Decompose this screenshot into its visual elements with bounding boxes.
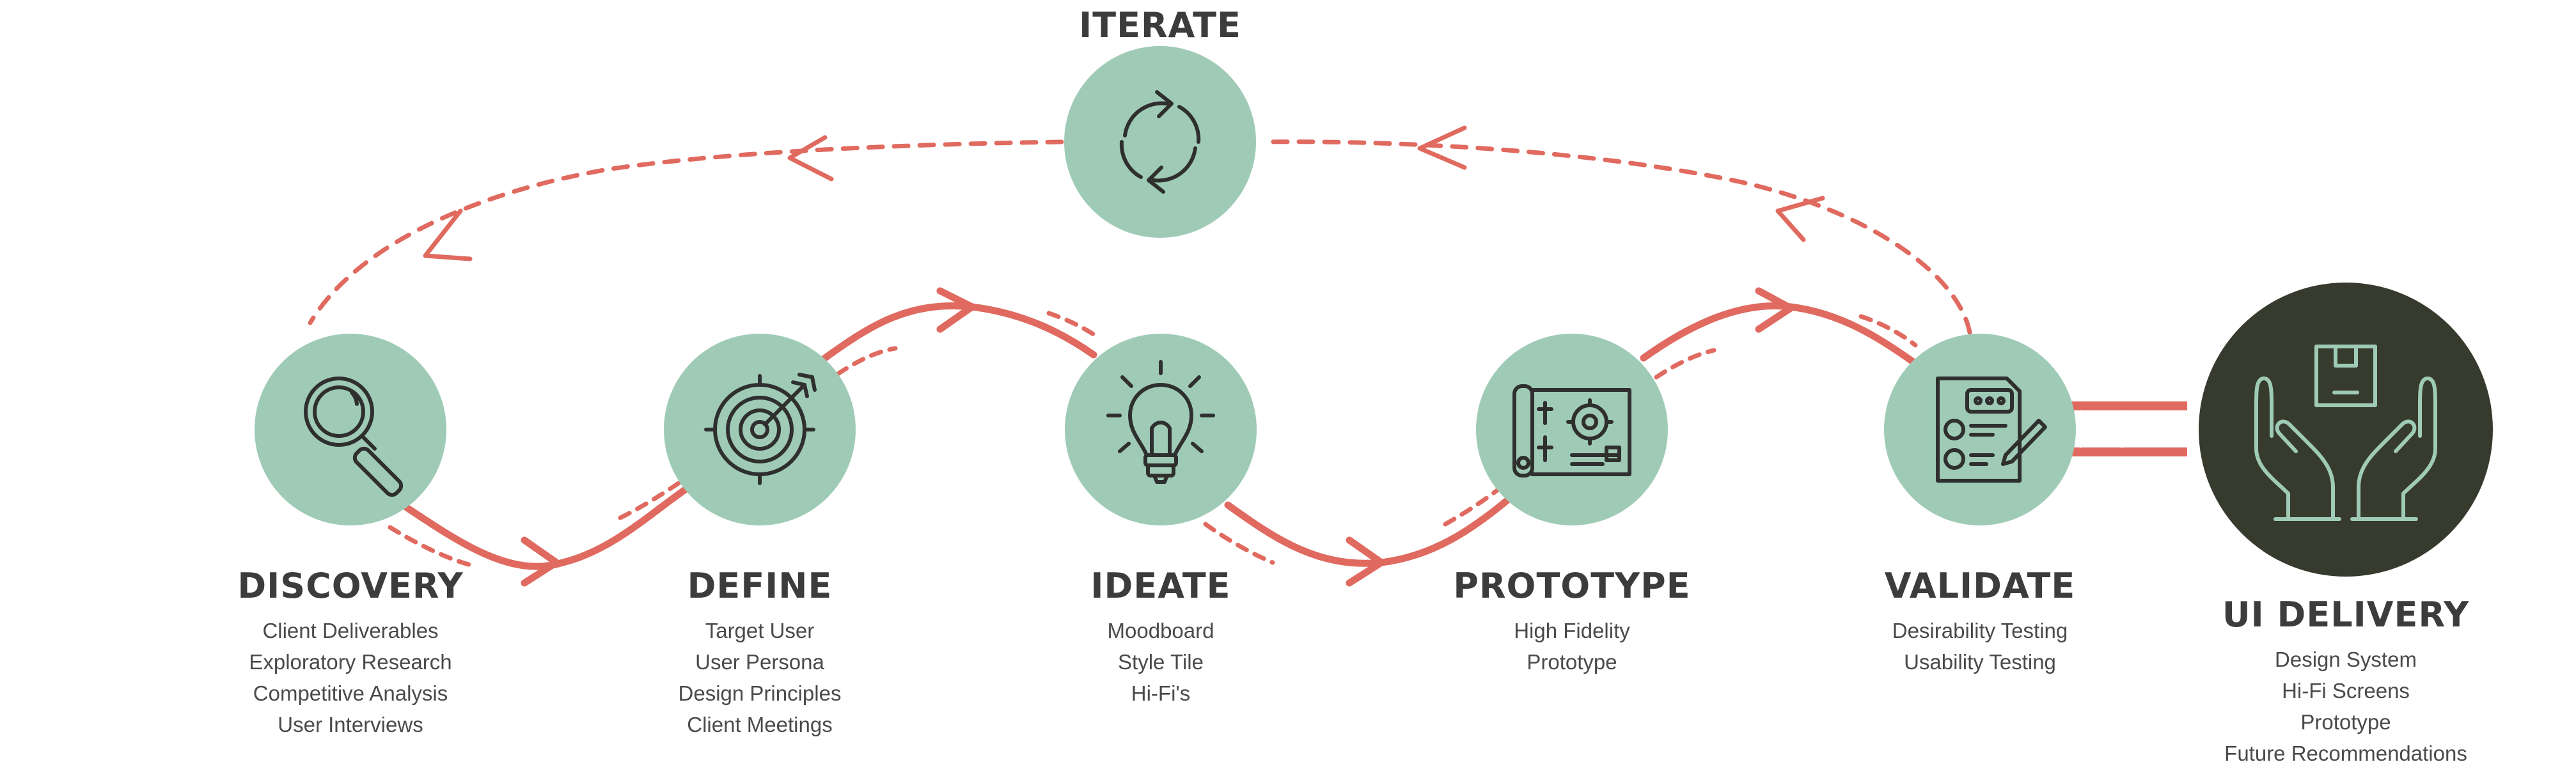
delivery-bar-chevron-1 <box>2077 409 2107 449</box>
stage-item: Prototype <box>1527 650 1617 674</box>
loop-arrowhead-4 <box>423 208 473 261</box>
iterate-title: ITERATE <box>1032 5 1288 45</box>
stage-items-define: Target User User Persona Design Principl… <box>600 615 920 740</box>
stage-item: Client Deliverables <box>262 619 439 642</box>
delivery-connector-bar <box>2066 401 2187 456</box>
stage-items-validate: Desirability Testing Usability Testing <box>1820 615 2140 678</box>
arrowhead-3 <box>1346 536 1385 587</box>
define-node <box>664 334 856 525</box>
dash-accent-8 <box>1858 314 1918 348</box>
loop-segment-iterate-discovery <box>308 139 1064 325</box>
stage-icons <box>304 90 2437 521</box>
arrowhead-1 <box>521 536 560 587</box>
iterate-node <box>1064 46 1256 238</box>
dash-accent-1 <box>388 525 476 568</box>
stage-label-validate: VALIDATE Desirability Testing Usability … <box>1820 566 2140 678</box>
stage-item: Hi-Fi's <box>1131 681 1191 705</box>
loop-segment-validate-iterate <box>1264 139 1972 335</box>
lightbulb-icon <box>1106 360 1215 484</box>
checklist-icon <box>1936 377 2047 483</box>
stage-item: User Persona <box>695 650 824 674</box>
loop-arrowheads <box>423 125 1825 261</box>
dash-accent-7 <box>1654 348 1716 380</box>
stage-label-ideate: IDEATE Moodboard Style Tile Hi-Fi's <box>1001 566 1321 709</box>
arrowhead-2 <box>936 287 976 333</box>
arrowhead-4 <box>1755 287 1795 333</box>
stage-items-discovery: Client Deliverables Exploratory Research… <box>191 615 510 740</box>
wave-dash-accents <box>388 311 1918 568</box>
stage-items-prototype: High Fidelity Prototype <box>1412 615 1732 678</box>
stage-title-define: DEFINE <box>687 566 833 606</box>
dash-accent-2 <box>618 477 687 520</box>
iterate-title-text: ITERATE <box>1079 5 1241 45</box>
stage-item: Competitive Analysis <box>253 681 448 705</box>
stage-item: Prototype <box>2300 710 2391 734</box>
stage-label-prototype: PROTOTYPE High Fidelity Prototype <box>1412 566 1732 678</box>
dash-accent-3 <box>835 346 898 377</box>
stage-title-ideate: IDEATE <box>1090 566 1231 606</box>
dash-accent-6 <box>1443 483 1505 527</box>
stage-item: Exploratory Research <box>249 650 452 674</box>
validate-node <box>1884 334 2076 525</box>
stage-items-ui-delivery: Design System Hi-Fi Screens Prototype Fu… <box>2186 644 2506 769</box>
loop-arrowhead-2 <box>1417 125 1467 170</box>
stage-nodes <box>255 46 2493 577</box>
discovery-node <box>255 334 446 525</box>
stage-label-discovery: DISCOVERY Client Deliverables Explorator… <box>191 566 510 740</box>
delivery-bar-chevron-2 <box>2118 409 2148 449</box>
stage-item: Hi-Fi Screens <box>2282 679 2410 703</box>
stage-item: Moodboard <box>1107 619 1214 642</box>
stage-items-ideate: Moodboard Style Tile Hi-Fi's <box>1001 615 1321 709</box>
delivery-bar-bottom <box>2066 447 2187 456</box>
stage-title-ui-delivery: UI DELIVERY <box>2222 594 2470 635</box>
stage-item: User Interviews <box>278 713 423 736</box>
stage-item: Desirability Testing <box>1892 619 2068 642</box>
stage-item: Target User <box>705 619 815 642</box>
stage-item: Design Principles <box>678 681 842 705</box>
magnifier-icon <box>304 377 404 497</box>
wave-arrowheads <box>521 287 1795 587</box>
stage-label-ui-delivery: UI DELIVERY Design System Hi-Fi Screens … <box>2186 594 2506 769</box>
iterate-feedback-loop <box>308 139 1972 335</box>
loop-arrowhead-3 <box>787 135 834 182</box>
target-icon <box>704 373 817 485</box>
delivery-bar-top <box>2066 401 2187 410</box>
stage-title-discovery: DISCOVERY <box>237 566 464 606</box>
hands-box-icon <box>2254 345 2437 521</box>
stage-title-validate: VALIDATE <box>1884 566 2076 606</box>
stage-item: Client Meetings <box>687 713 833 736</box>
stage-item: Usability Testing <box>1904 650 2056 674</box>
ui-delivery-node <box>2199 283 2493 577</box>
stage-item: Style Tile <box>1118 650 1204 674</box>
stage-title-prototype: PROTOTYPE <box>1453 566 1691 606</box>
prototype-node <box>1476 334 1668 525</box>
stage-item: Design System <box>2275 648 2417 671</box>
dash-accent-5 <box>1203 522 1275 565</box>
cycle-arrows-icon <box>1119 90 1201 194</box>
ideate-node <box>1065 334 1257 525</box>
stage-item: High Fidelity <box>1514 619 1630 642</box>
stage-item: Future Recommendations <box>2224 742 2467 765</box>
wave-segment-discovery-define <box>399 482 695 570</box>
blueprint-icon <box>1512 384 1631 478</box>
loop-arrowhead-1 <box>1775 196 1825 242</box>
dash-accent-4 <box>1046 311 1103 341</box>
stage-label-define: DEFINE Target User User Persona Design P… <box>600 566 920 740</box>
